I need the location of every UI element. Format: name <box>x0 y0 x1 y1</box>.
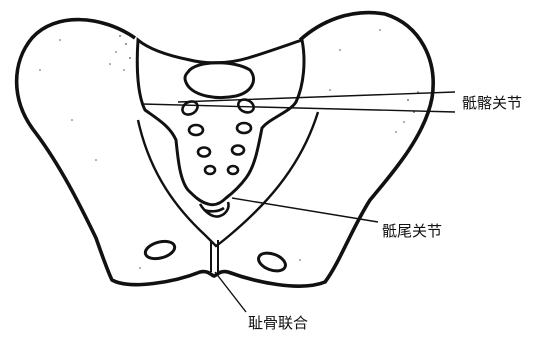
sacral-promontory <box>185 63 254 98</box>
pelvis-outline <box>17 13 434 287</box>
label-pubic-symphysis: 耻骨联合 <box>248 314 308 332</box>
sacral-foramen <box>198 148 210 157</box>
sacral-foramen <box>189 125 203 135</box>
obturator-foramen-right <box>256 250 288 275</box>
sacral-foramen <box>228 166 238 174</box>
leader-sacrococcygeal <box>232 198 378 222</box>
bone-stipple <box>39 29 419 269</box>
sacral-foramen <box>237 123 251 133</box>
sacral-foramina <box>180 97 256 174</box>
sacral-foramen <box>205 166 215 174</box>
obturator-foramen-left <box>143 238 176 261</box>
label-sacrococcygeal-joint: 骶尾关节 <box>382 222 442 240</box>
label-sacroiliac-joint: 骶髂关节 <box>462 94 522 112</box>
pelvic-inlet-rim <box>138 112 318 246</box>
sacral-foramen <box>232 146 244 155</box>
leader-sacroiliac-lower <box>142 104 455 112</box>
